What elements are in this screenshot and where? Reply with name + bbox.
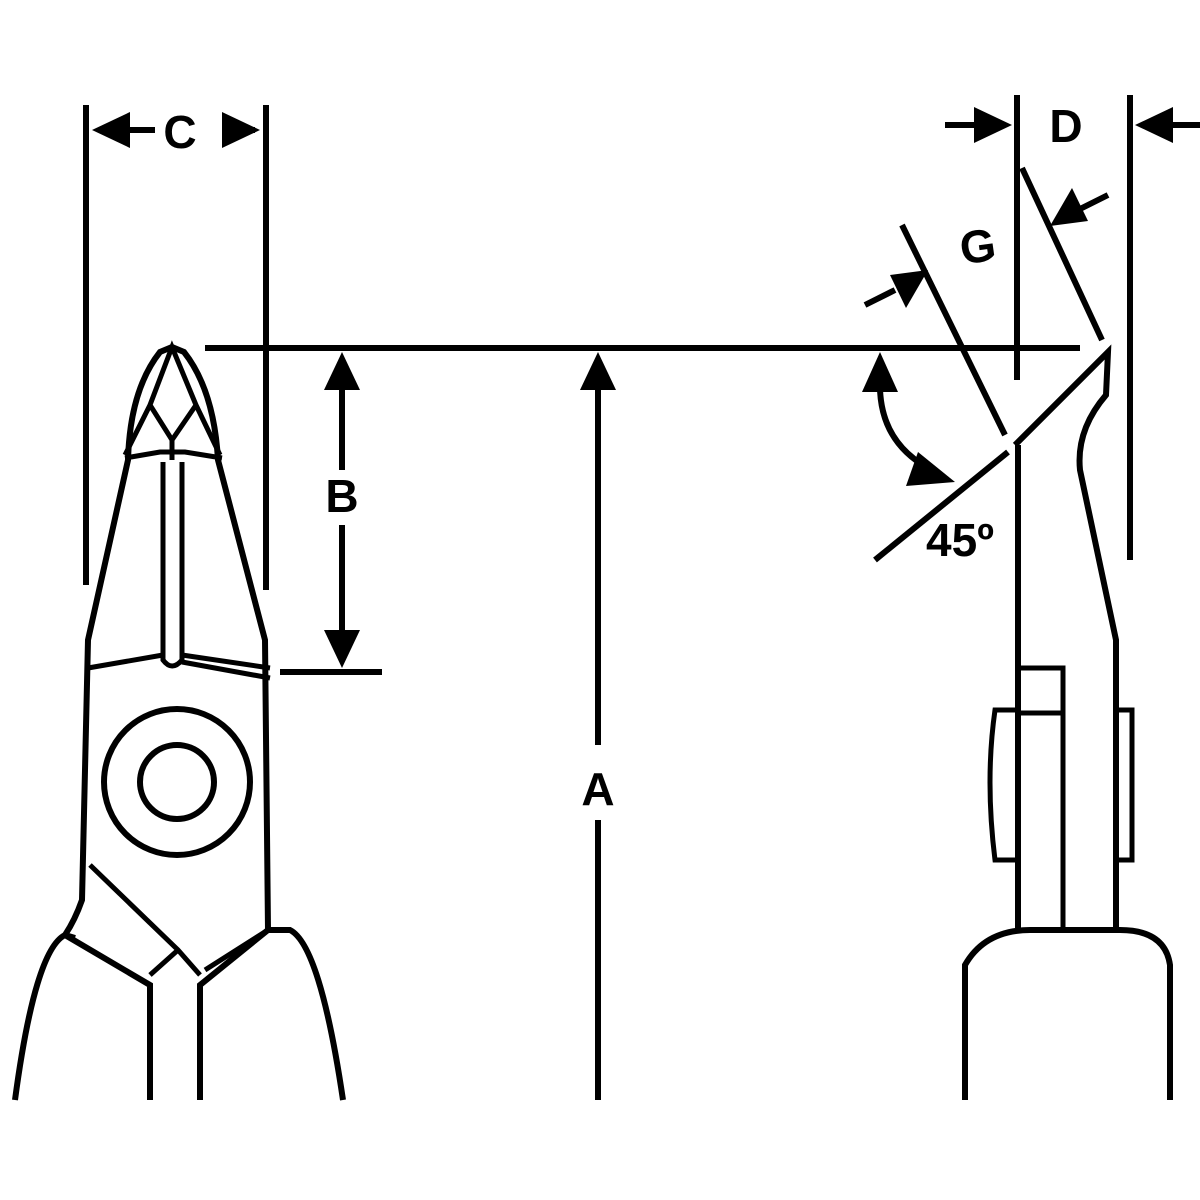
g-arrow-right — [1050, 188, 1088, 226]
a-arrow-top — [580, 352, 616, 390]
dimension-g: G — [863, 166, 1110, 437]
pivot-outer — [101, 706, 253, 858]
jaw-tip-facets — [122, 340, 223, 460]
jaw-slot — [160, 462, 185, 669]
angle-arrow-bottom — [906, 452, 955, 486]
pliers-front-view — [12, 340, 346, 1101]
side-joint-block — [1015, 665, 1066, 716]
label-a: A — [581, 763, 614, 815]
pliers-side-view — [962, 344, 1173, 1100]
angle-45: 45º — [862, 352, 1010, 566]
label-g: G — [956, 218, 999, 274]
label-b: B — [325, 470, 358, 522]
c-arrow-right — [222, 112, 260, 148]
d-arrow-right — [1135, 107, 1173, 143]
dimension-d: D — [945, 95, 1200, 560]
label-d: D — [1049, 100, 1082, 152]
side-rivet-left — [987, 707, 1018, 863]
side-handle — [962, 927, 1173, 1100]
angle-leg — [873, 449, 1010, 563]
side-jaw-edge — [1012, 344, 1119, 930]
label-45: 45º — [926, 514, 994, 566]
label-c: C — [163, 106, 196, 158]
dimension-b: B — [280, 352, 382, 675]
angle-arrow-top — [862, 352, 898, 392]
left-handle — [12, 931, 76, 1101]
b-arrow-bottom — [324, 630, 360, 668]
c-arrow-left — [92, 112, 130, 148]
b-arrow-top — [324, 352, 360, 390]
pliers-head-outline — [60, 344, 174, 1100]
side-rivet-right — [1116, 707, 1135, 863]
dimension-c: C — [83, 105, 269, 590]
right-handle — [268, 927, 346, 1101]
d-arrow-left — [974, 107, 1012, 143]
pivot-inner — [137, 742, 217, 822]
dimension-a: A — [580, 352, 616, 1100]
g-arrow-left — [890, 270, 928, 308]
